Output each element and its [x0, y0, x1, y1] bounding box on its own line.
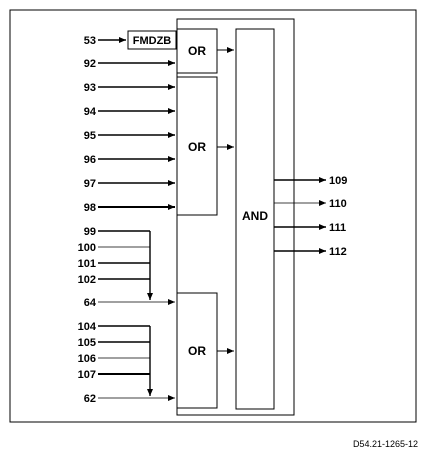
output-label-110: 110 — [329, 198, 347, 210]
input-label-92: 92 — [84, 58, 96, 70]
input-label-105: 105 — [78, 337, 96, 349]
input-label-93: 93 — [84, 82, 96, 94]
input-label-98: 98 — [84, 202, 96, 214]
output-label-111: 111 — [329, 222, 346, 234]
or-gate-middle — [176, 76, 218, 216]
input-label-53: 53 — [84, 35, 96, 47]
output-label-112: 112 — [329, 246, 347, 258]
input-label-95: 95 — [84, 130, 96, 142]
input-label-102: 102 — [78, 274, 96, 286]
or-gate-top — [176, 28, 218, 74]
input-label-106: 106 — [78, 353, 96, 365]
input-label-104: 104 — [78, 321, 97, 333]
input-label-107: 107 — [78, 369, 96, 381]
and-gate — [235, 28, 275, 410]
input-label-99: 99 — [84, 226, 96, 238]
output-label-109: 109 — [329, 175, 347, 187]
input-label-100: 100 — [78, 242, 96, 254]
and-gate-label: AND — [242, 209, 268, 223]
input-label-97: 97 — [84, 178, 96, 190]
input-label-96: 96 — [84, 154, 96, 166]
input-label-64: 64 — [84, 297, 97, 309]
or-gate-top-label: OR — [188, 44, 206, 58]
input-label-101: 101 — [78, 258, 96, 270]
or-gate-bottom-label: OR — [188, 344, 206, 358]
or-gate-bottom — [176, 292, 218, 409]
or-gate-middle-label: OR — [188, 140, 206, 154]
fmdzb-label: FMDZB — [133, 35, 172, 47]
diagram-frame — [9, 9, 417, 423]
input-label-94: 94 — [84, 106, 97, 118]
figure-reference: D54.21-1265-12 — [353, 439, 418, 449]
input-label-62: 62 — [84, 393, 96, 405]
